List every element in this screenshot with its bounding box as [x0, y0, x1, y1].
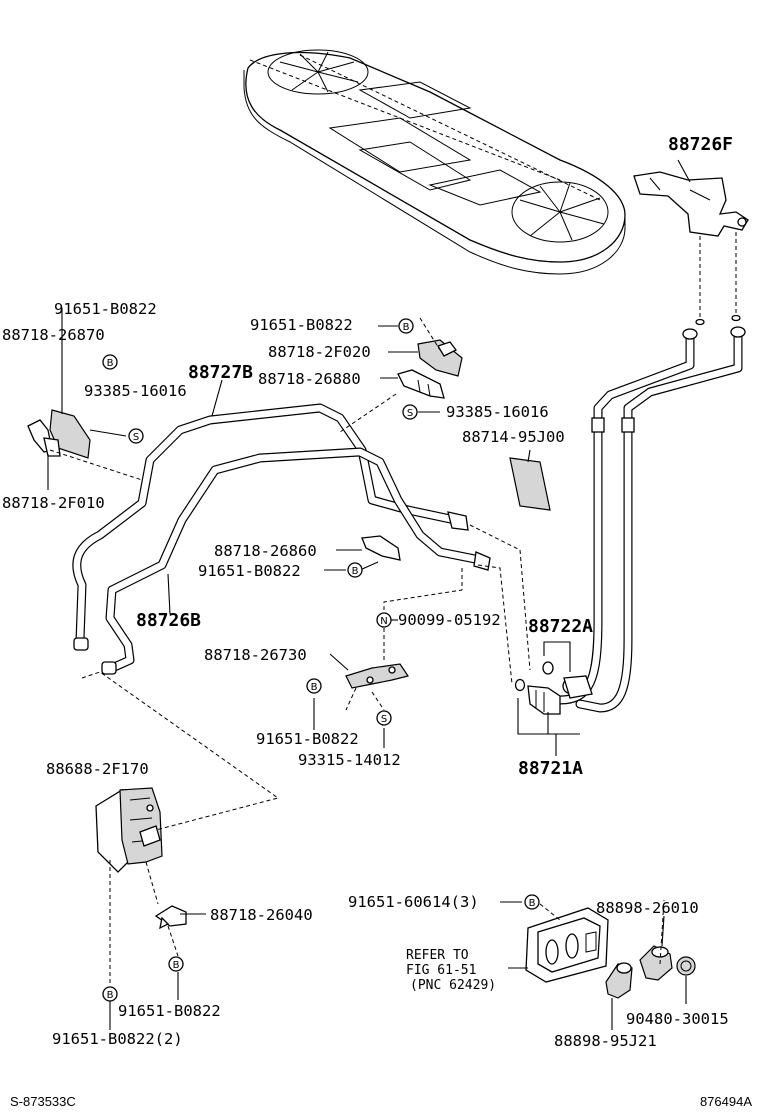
- bolt-symbol: B: [398, 318, 414, 334]
- svg-text:B: B: [107, 358, 114, 369]
- label-88726B: 88726B: [136, 610, 201, 631]
- fastener-symbols: B S B S B N B S B B B: [102, 318, 540, 1002]
- label-88722A: 88722A: [528, 616, 593, 637]
- part-88722A-88721A: [514, 661, 593, 715]
- screw-symbol: S: [128, 428, 144, 444]
- label-91651-B0822: 91651-B0822: [256, 730, 359, 748]
- label-88721A: 88721A: [518, 758, 583, 779]
- label-88718-26880: 88718-26880: [258, 370, 361, 388]
- label-93315-14012: 93315-14012: [298, 751, 401, 769]
- screw-symbol: S: [376, 710, 392, 726]
- label-88718-26860: 88718-26860: [214, 542, 317, 560]
- bolt-symbol: B: [524, 894, 540, 910]
- label-90099-05192: 90099-05192: [398, 611, 501, 629]
- bolt-symbol: B: [347, 562, 363, 578]
- screw-symbol: S: [402, 404, 418, 420]
- part-88726F: [633, 171, 749, 326]
- connector-cover: [525, 907, 609, 983]
- label-88718-26040: 88718-26040: [210, 906, 313, 924]
- part-88718-26880: [397, 369, 445, 399]
- part-88688-2F170: [95, 787, 163, 873]
- footer-right-code: 876494A: [700, 1094, 752, 1109]
- label-90480-30015: 90480-30015: [626, 1010, 729, 1028]
- part-90480-30015: [676, 956, 696, 976]
- svg-text:N: N: [380, 616, 387, 627]
- cooler-unit: [243, 49, 626, 275]
- part-88714-95J00: [509, 457, 551, 511]
- bolt-symbol: B: [102, 986, 118, 1002]
- label-88718-2F010: 88718-2F010: [2, 494, 105, 512]
- svg-text:B: B: [107, 990, 114, 1001]
- part-88727B: [72, 403, 469, 651]
- part-88898-26010: [639, 945, 673, 981]
- part-88718-2F020: [417, 339, 463, 377]
- label-93385-16016: 93385-16016: [84, 382, 187, 400]
- part-88718-26040: [154, 905, 187, 930]
- label-88714-95J00: 88714-95J00: [462, 428, 565, 446]
- leader-lines: [47, 159, 691, 1030]
- label-88898-26010: 88898-26010: [596, 899, 699, 917]
- label-88718-26730: 88718-26730: [204, 646, 307, 664]
- label-88727B: 88727B: [188, 362, 253, 383]
- refer-note-line-3: (PNC 62429): [410, 978, 496, 993]
- label-88688-2F170: 88688-2F170: [46, 760, 149, 778]
- guide-lines: [49, 317, 665, 986]
- part-88718-26730: [345, 663, 409, 689]
- refer-note-line-1: REFER TO: [406, 948, 469, 963]
- svg-text:B: B: [352, 566, 359, 577]
- nut-symbol: N: [376, 612, 392, 628]
- label-91651-B0822: 91651-B0822: [250, 316, 353, 334]
- right-pipes: [535, 326, 746, 713]
- label-91651-B0822-2: 91651-B0822(2): [52, 1030, 183, 1048]
- label-91651-B0822: 91651-B0822: [118, 1002, 221, 1020]
- bolt-symbol: B: [102, 354, 118, 370]
- part-88898-95J21: [605, 962, 633, 999]
- svg-text:B: B: [529, 898, 536, 909]
- label-91651-60614-3: 91651-60614(3): [348, 893, 479, 911]
- bolt-symbol: B: [168, 956, 184, 972]
- part-88718-26870: [27, 308, 91, 459]
- label-88726F: 88726F: [668, 134, 733, 155]
- label-91651-B0822: 91651-B0822: [54, 300, 157, 318]
- label-88718-26870: 88718-26870: [2, 326, 105, 344]
- svg-text:B: B: [173, 960, 180, 971]
- svg-text:B: B: [403, 322, 410, 333]
- cooler-fan-bottom: [519, 182, 605, 241]
- label-91651-B0822: 91651-B0822: [198, 562, 301, 580]
- label-88718-2F020: 88718-2F020: [268, 343, 371, 361]
- refer-note-line-2: FIG 61-51: [406, 963, 476, 978]
- svg-text:B: B: [311, 682, 318, 693]
- svg-text:S: S: [407, 408, 413, 419]
- part-88718-26860: [361, 535, 401, 561]
- svg-text:S: S: [133, 432, 139, 443]
- part-labels: 88726F 91651-B0822 88718-26870 93385-160…: [2, 134, 733, 1050]
- bolt-symbol: B: [306, 678, 322, 694]
- footer-left-code: S-873533C: [10, 1094, 76, 1109]
- label-93385-16016: 93385-16016: [446, 403, 549, 421]
- svg-text:S: S: [381, 714, 387, 725]
- label-88898-95J21: 88898-95J21: [554, 1032, 657, 1050]
